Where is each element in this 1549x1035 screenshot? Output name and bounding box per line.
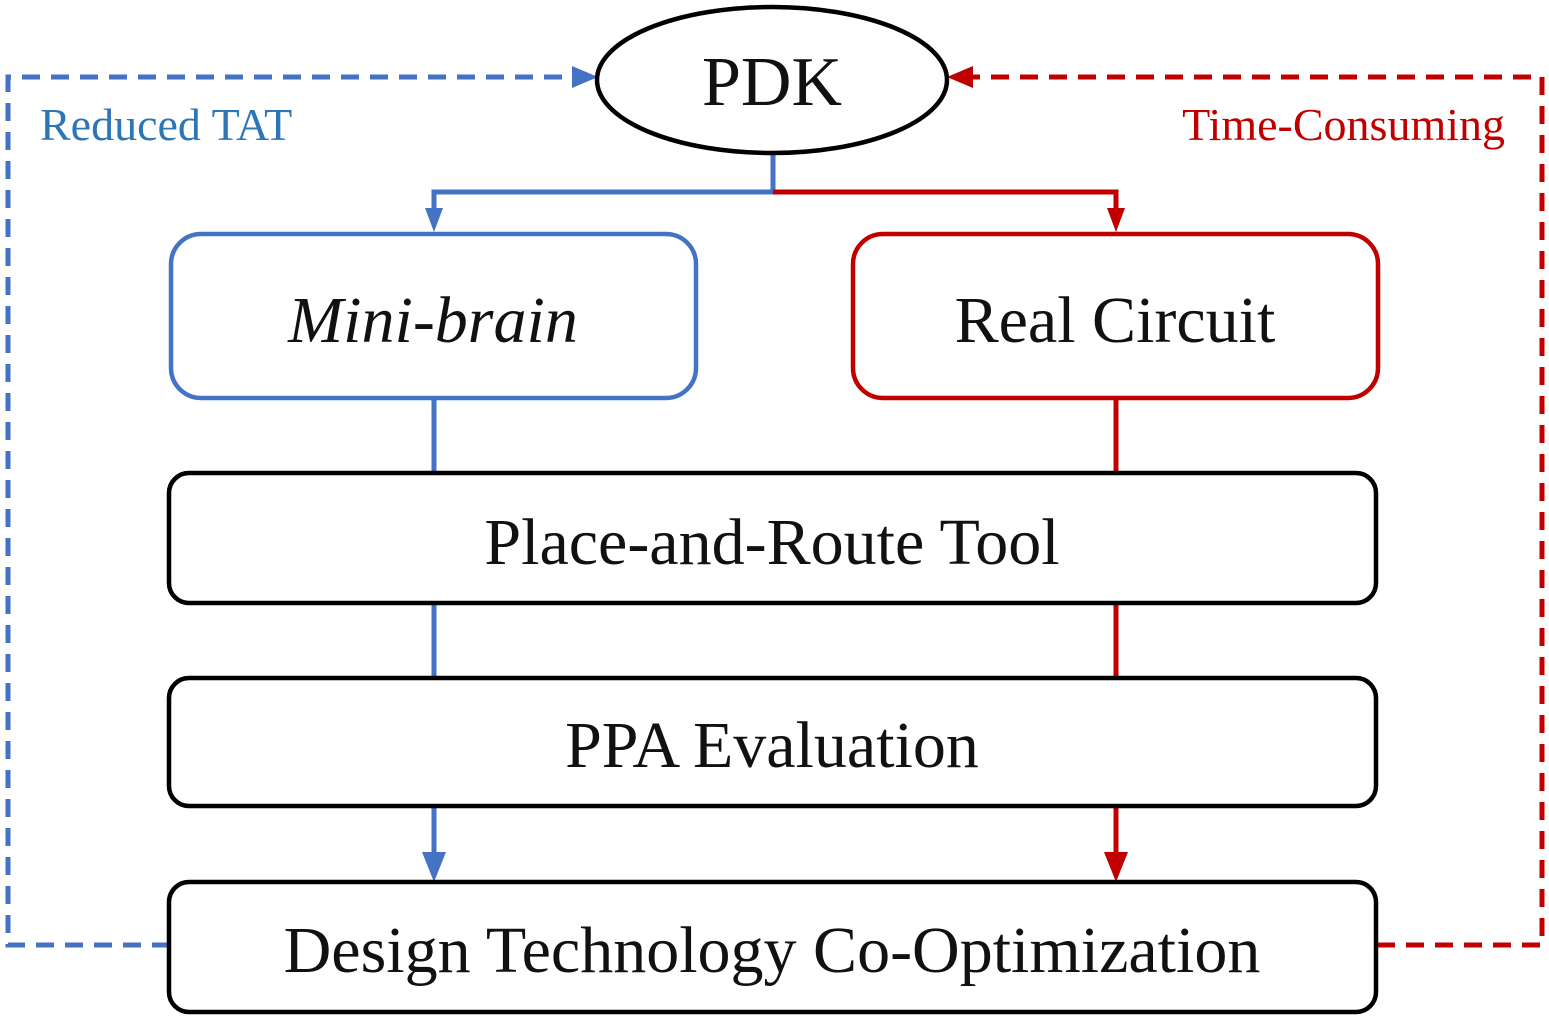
dtco-label: Design Technology Co-Optimization: [284, 914, 1261, 987]
left-feedback-loop: [5, 66, 598, 948]
ppa-to-dtco-red-arrowhead: [1104, 852, 1128, 882]
real-circuit-node: Real Circuit: [850, 231, 1381, 401]
pdk-split-connectors: [425, 155, 1125, 232]
ppa-to-dtco-blue-arrowhead: [422, 852, 446, 882]
pdk-to-mini-brain-line: [431, 155, 776, 212]
pdk-label: PDK: [702, 44, 842, 121]
place-and-route-node: Place-and-Route Tool: [166, 470, 1379, 606]
right-feedback-loop: [947, 66, 1545, 948]
pdk-ellipse: [594, 4, 950, 156]
left-loop-arrowhead: [572, 66, 598, 88]
ppa-evaluation-node: PPA Evaluation: [166, 675, 1379, 809]
red-vertical-flow: [1104, 398, 1128, 882]
reduced-tat-label: Reduced TAT: [40, 99, 292, 150]
dtco-node: Design Technology Co-Optimization: [166, 879, 1379, 1015]
place-and-route-box: [166, 470, 1379, 606]
right-loop-arrowhead: [947, 66, 973, 88]
mini-brain-box: [168, 231, 699, 401]
pdk-to-real-circuit-arrowhead: [1107, 208, 1125, 232]
mini-brain-node: Mini-brain: [168, 231, 699, 401]
pdk-node: PDK: [594, 4, 950, 156]
real-circuit-box: [850, 231, 1381, 401]
real-circuit-label: Real Circuit: [955, 284, 1276, 357]
ppa-evaluation-label: PPA Evaluation: [565, 709, 979, 782]
time-consuming-label: Time-Consuming: [1182, 99, 1505, 150]
place-and-route-label: Place-and-Route Tool: [484, 506, 1059, 579]
right-loop-line: [970, 74, 1545, 948]
pdk-to-real-circuit-line: [773, 189, 1119, 212]
pdk-to-mini-brain-arrowhead: [425, 208, 443, 232]
blue-vertical-flow: [422, 398, 446, 882]
left-loop-line: [5, 74, 578, 948]
mini-brain-label: Mini-brain: [287, 284, 578, 357]
dtco-box: [166, 879, 1379, 1015]
ppa-evaluation-box: [166, 675, 1379, 809]
